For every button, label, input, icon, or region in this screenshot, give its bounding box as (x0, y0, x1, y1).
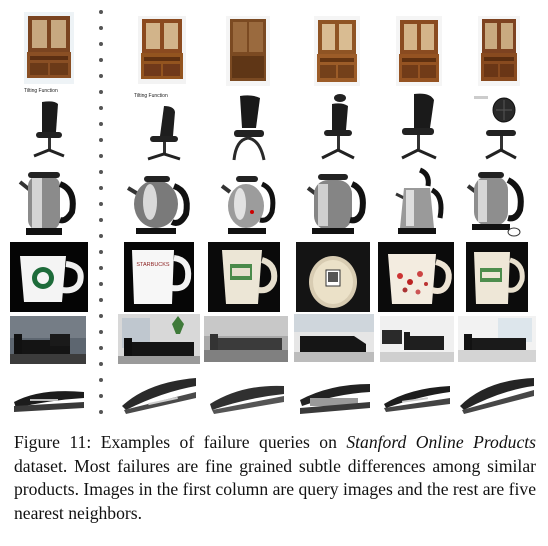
caption-label: Figure 11: (14, 432, 92, 452)
figure-image-grid: Tilting Function Tilting Function (10, 10, 538, 420)
neighbor-mug-image (378, 242, 454, 312)
caption-text-part1: Examples of failure queries on (100, 432, 337, 452)
neighbor-kettle-image (390, 166, 446, 238)
neighbor-mug-image (296, 242, 370, 312)
neighbor-chair-image (226, 94, 272, 164)
query-cabinet-image (24, 12, 74, 84)
neighbor-mug-image (208, 242, 280, 312)
neighbor-mug-image: STARBUCKS (124, 242, 194, 312)
neighbor-chair-image (472, 94, 522, 164)
query-sofa-image (10, 316, 86, 364)
query-stapler-image (10, 372, 88, 416)
neighbor-sofa-image (118, 314, 200, 364)
neighbor-stapler-image (118, 372, 200, 416)
neighbor-mug-image (466, 242, 528, 312)
neighbor-cabinet-image (478, 16, 520, 86)
neighbor-stapler-image (456, 372, 538, 416)
neighbor-sofa-image (204, 316, 288, 362)
neighbor-stapler-image (296, 374, 374, 416)
caption-dataset-name: Stanford Online Products (346, 432, 536, 452)
neighbor-stapler-image (380, 374, 454, 414)
query-mug-image (10, 242, 88, 312)
query-caption-label: Tilting Function (24, 88, 58, 94)
figure-caption: Figure 11: Examples of failure queries o… (14, 431, 536, 525)
query-chair-image (28, 98, 70, 162)
neighbor-sofa-image (380, 316, 454, 362)
column-separator (98, 10, 104, 420)
neighbor-caption-label: Tilting Function (134, 93, 168, 99)
neighbor-cabinet-image (396, 16, 442, 86)
neighbor-chair-image (318, 92, 358, 164)
neighbor-stapler-image (206, 374, 288, 416)
neighbor-cabinet-image (226, 16, 270, 86)
neighbor-kettle-image (218, 166, 278, 238)
neighbor-sofa-image (458, 316, 536, 362)
caption-text-part2: dataset. Most failures are fine grained … (14, 455, 536, 523)
neighbor-kettle-image (464, 166, 526, 238)
neighbor-kettle-image (304, 166, 368, 238)
mug-brand-text: STARBUCKS (136, 262, 170, 268)
query-kettle-image (16, 166, 78, 240)
neighbor-chair-image (396, 92, 442, 164)
neighbor-kettle-image (124, 166, 194, 238)
neighbor-cabinet-image (138, 16, 186, 84)
neighbor-sofa-image (294, 314, 374, 362)
neighbor-cabinet-image (314, 16, 360, 86)
neighbor-chair-image (142, 104, 186, 164)
